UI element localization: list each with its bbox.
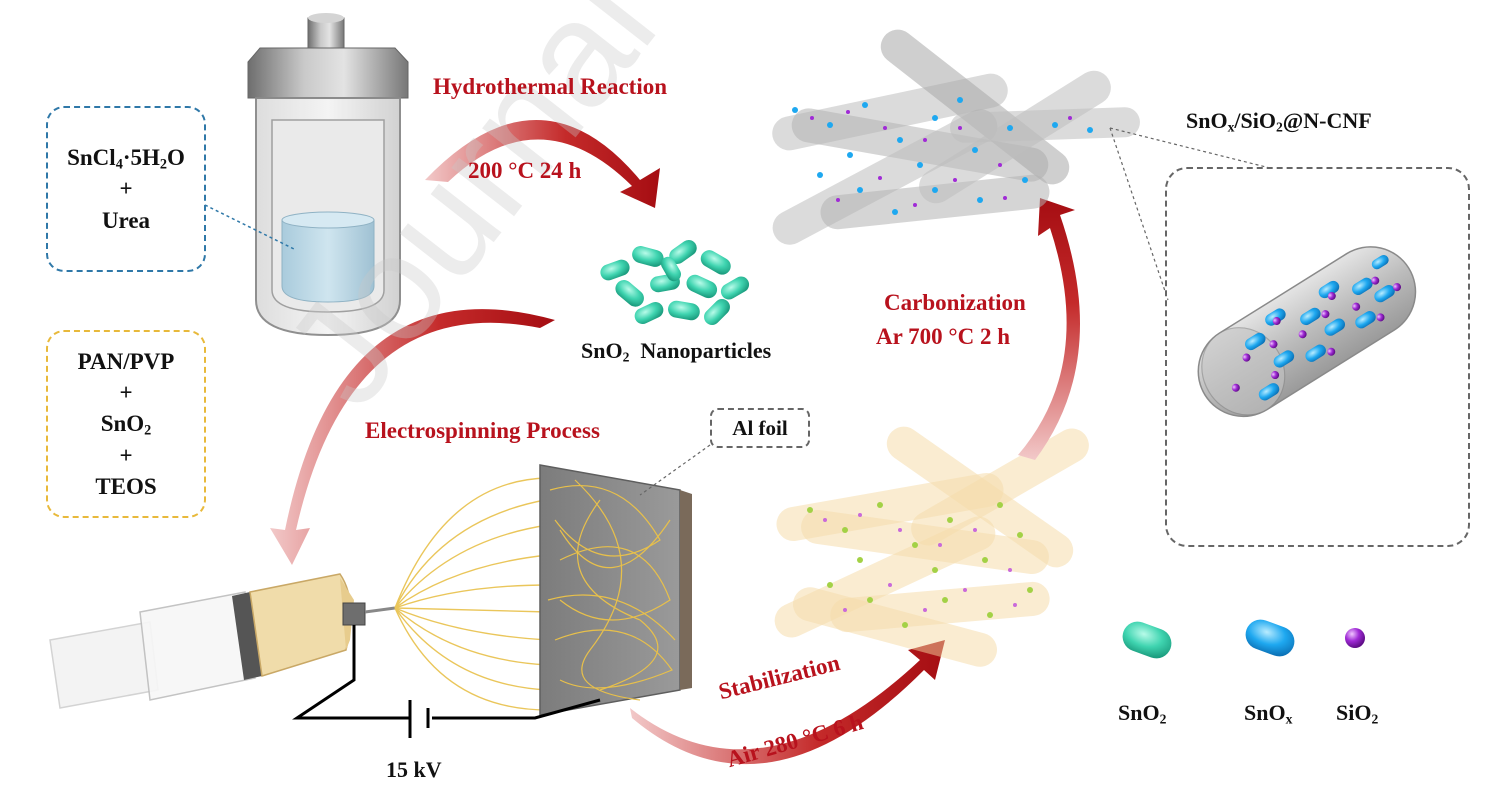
carbonization-condition: Ar 700 °C 2 h [876, 324, 1011, 349]
al-foil-label: Al foil [710, 408, 810, 448]
box1-leader [204, 204, 297, 251]
precursor-box-pan-pvp: PAN/PVP + SnO2 + TEOS [46, 330, 206, 518]
single-fiber-closeup [1197, 246, 1417, 418]
precursor-plus-1: + [119, 380, 133, 406]
sno2-nanoparticle-cluster [600, 239, 750, 325]
precursor-plus-2: + [119, 442, 133, 468]
electrospinning-title: Electrospinning Process [365, 418, 600, 443]
al-foil-collector [539, 464, 692, 716]
nanoparticles-label: SnO2 Nanoparticles [581, 338, 772, 365]
carbonization-arrow [1018, 198, 1080, 460]
legend-label-sio2: SiO2 [1336, 700, 1379, 727]
precursor-plus: + [119, 176, 133, 202]
legend-label-snox: SnOx [1244, 700, 1293, 727]
hydrothermal-arrow [425, 120, 660, 208]
hydrothermal-condition: 200 °C 24 h [468, 158, 582, 183]
electrospinning-arrow [270, 309, 555, 565]
fiber-zoom-box [1165, 167, 1470, 547]
legend-label-sno2: SnO2 [1118, 700, 1167, 727]
precursor-sno2: SnO2 [100, 411, 152, 440]
zoom-leader-top [1109, 127, 1271, 169]
product-label: SnOx/SiO2@N-CNF [1186, 108, 1372, 135]
precursor-pan-pvp: PAN/PVP [77, 349, 175, 375]
autoclave [247, 13, 409, 337]
stabilization-arrow [630, 640, 945, 765]
precursor-urea: Urea [101, 207, 151, 233]
fiber-jet [394, 477, 549, 711]
voltage-label: 15 kV [386, 757, 442, 782]
zoom-leader-bottom [1109, 127, 1169, 301]
precursor-teos: TEOS [95, 473, 157, 499]
carbonization-title: Carbonization [884, 290, 1026, 315]
carbonized-fiber-mat [772, 29, 1140, 245]
stabilized-fiber-mat [774, 426, 1089, 667]
legend-glyphs [1122, 619, 1365, 659]
hydrothermal-title: Hydrothermal Reaction [433, 74, 668, 99]
circuit-wires [292, 625, 601, 738]
foil-leader [639, 444, 711, 496]
precursor-box-sncl4-urea: SnCl4·5H2O + Urea [46, 106, 206, 272]
syringe [49, 573, 396, 709]
precursor-sncl4: SnCl4·5H2O [67, 145, 185, 173]
